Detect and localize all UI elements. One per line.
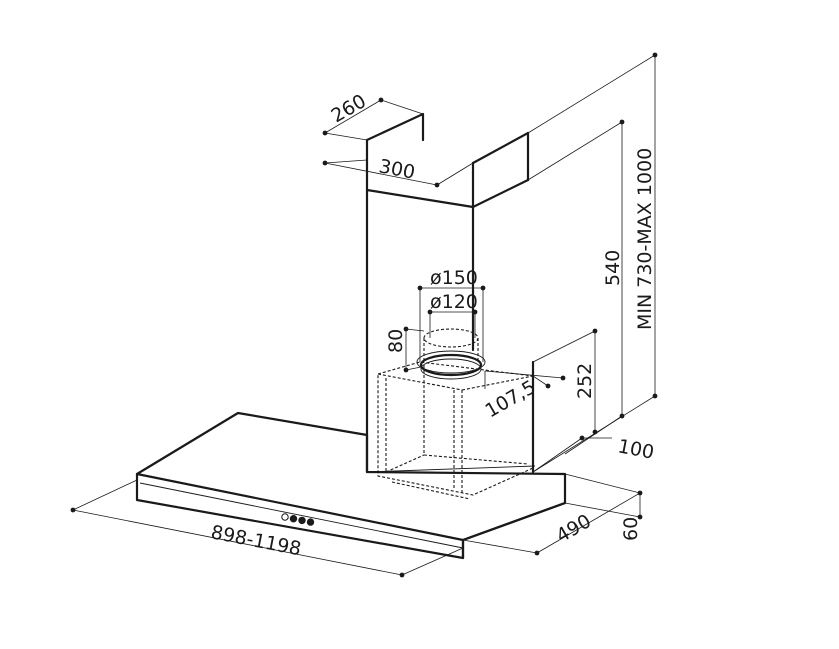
label-duct-offset: 107,5 [482,376,540,422]
control-button [306,518,315,526]
label-chimney-depth: 260 [328,90,370,127]
hood-canopy [135,411,567,560]
label-collar-height: 80 [385,329,407,353]
control-button [298,516,306,525]
control-button [289,515,298,523]
label-upper-chimney-height: 540 [602,250,624,286]
control-button [281,513,289,521]
hidden-motor-housing [377,361,534,500]
label-motor-box-height: 252 [574,363,596,399]
label-chimney-width: 300 [377,155,417,184]
control-buttons [281,513,315,526]
label-hood-height: 60 [620,517,642,541]
duct-collar [416,328,486,380]
label-wall-clearance: 100 [616,435,656,464]
label-total-height-range: MIN 730-MAX 1000 [634,148,656,330]
label-duct-outer-diameter: ø150 [430,267,478,289]
label-duct-inner-diameter: ø120 [430,291,478,313]
label-hood-depth: 490 [553,510,595,547]
dimension-labels: 260 300 ø150 ø120 80 107,5 252 540 MIN 7… [209,90,656,560]
dimension-lines [70,52,658,578]
